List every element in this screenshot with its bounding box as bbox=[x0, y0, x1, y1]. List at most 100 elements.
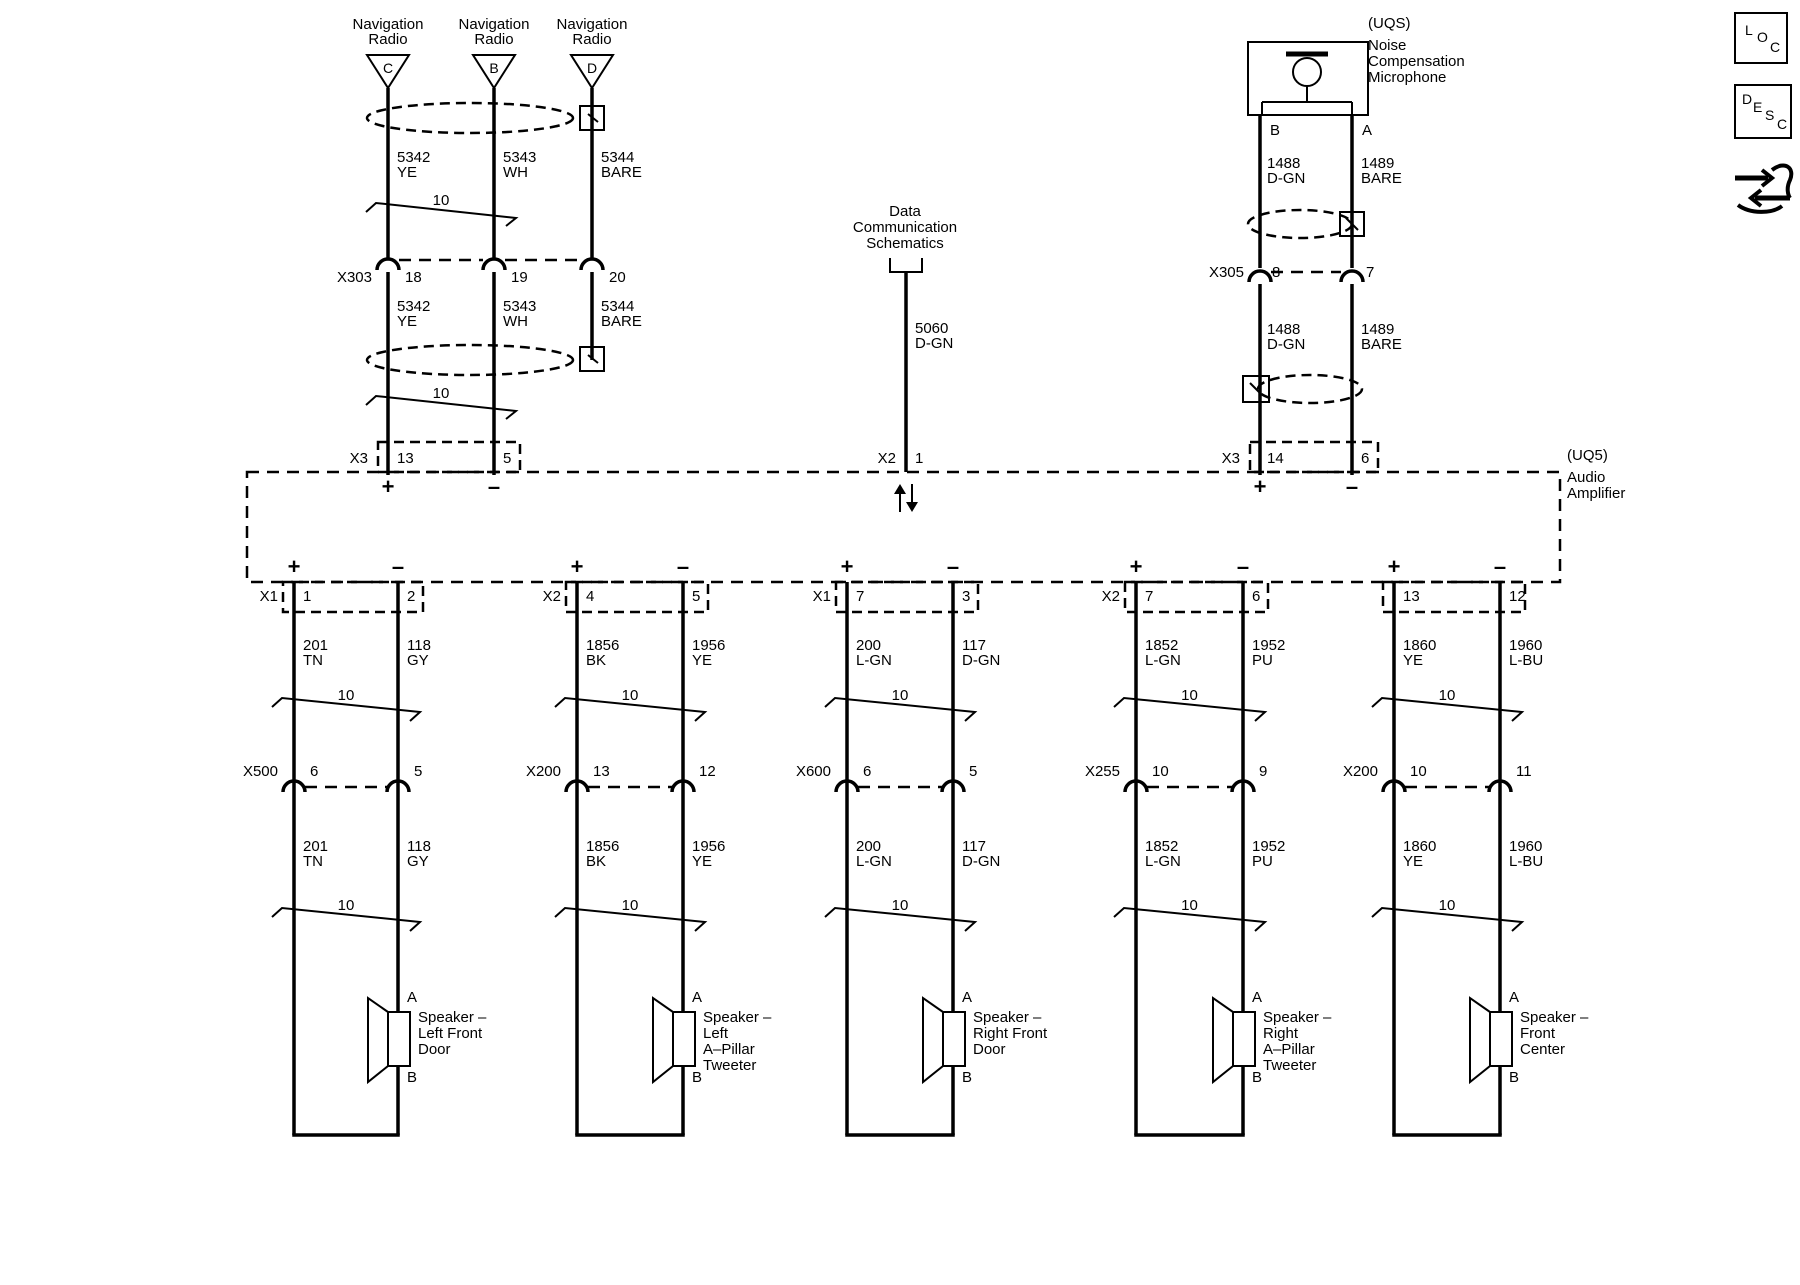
data-comm-reference-bracket bbox=[889, 258, 923, 273]
speaker-twist-upper bbox=[554, 696, 708, 722]
speaker-label: Center bbox=[1520, 1041, 1565, 1058]
speaker-twist-lower bbox=[1371, 906, 1525, 932]
speaker-amp-pin: 13 bbox=[1403, 588, 1420, 605]
loc-icon[interactable]: L O C bbox=[1734, 12, 1788, 64]
speaker-amp-connector bbox=[281, 580, 425, 614]
speaker-twist-upper-label: 10 bbox=[892, 687, 909, 704]
speaker-inline-terminal bbox=[670, 779, 696, 793]
mic-amp-connector-label: X3 bbox=[1222, 450, 1240, 467]
amp-output-minus: – bbox=[677, 554, 689, 579]
speaker-icon bbox=[387, 1011, 411, 1067]
desc-icon-letter: D bbox=[1742, 91, 1752, 107]
amp-output-plus: + bbox=[1130, 554, 1143, 579]
amplifier-ref: (UQ5) bbox=[1567, 447, 1608, 464]
speaker-twist-lower-label: 10 bbox=[622, 897, 639, 914]
speaker-wire-color: D-GN bbox=[962, 853, 1000, 870]
speaker-amp-connector bbox=[1381, 580, 1527, 614]
x303-pin-20: 20 bbox=[609, 269, 626, 286]
nav-amp-plus: + bbox=[382, 474, 395, 499]
connector-swap-icon[interactable] bbox=[1735, 163, 1794, 214]
speaker-wire-circuit: 1960 bbox=[1509, 637, 1542, 654]
mic-pin-b: B bbox=[1270, 122, 1280, 139]
side-icon-bar: L O C D E S C bbox=[1734, 12, 1794, 214]
speaker-twist-lower-label: 10 bbox=[1439, 897, 1456, 914]
speaker-twist-upper-label: 10 bbox=[1439, 687, 1456, 704]
speaker-label: Door bbox=[973, 1041, 1006, 1058]
mic-pin-a: A bbox=[1362, 122, 1372, 139]
speaker-wire-color: L-GN bbox=[856, 853, 892, 870]
x303-terminal-18 bbox=[375, 257, 401, 271]
speaker-twist-upper bbox=[824, 696, 978, 722]
nav-wire-color: BARE bbox=[601, 313, 642, 330]
speaker-twist-upper bbox=[271, 696, 423, 722]
nav-drain-upper-mark bbox=[587, 113, 599, 123]
desc-icon[interactable]: D E S C bbox=[1734, 84, 1792, 139]
nav-twist-upper-label: 10 bbox=[433, 192, 450, 209]
speaker-icon-cone bbox=[1212, 996, 1234, 1085]
speaker-inline-terminal bbox=[940, 779, 966, 793]
speaker-inline-connector-label: X255 bbox=[1085, 763, 1120, 780]
nav-wire-circuit: 5344 bbox=[601, 298, 634, 315]
mic-wire-circuit: 1489 bbox=[1361, 155, 1394, 172]
speaker-inline-pin: 10 bbox=[1152, 763, 1169, 780]
nav-twist-lower bbox=[365, 394, 519, 420]
mic-wire-circuit: 1488 bbox=[1267, 321, 1300, 338]
data-comm-arrow-down-head bbox=[906, 502, 918, 512]
mic-amp-pin-14: 14 bbox=[1267, 450, 1284, 467]
amp-output-minus: – bbox=[392, 554, 404, 579]
speaker-amp-connector-label: X2 bbox=[1102, 588, 1120, 605]
speaker-inline-pin: 11 bbox=[1516, 763, 1532, 780]
speaker-amp-connector-label: X1 bbox=[813, 588, 831, 605]
speaker-twist-lower-label: 10 bbox=[1181, 897, 1198, 914]
speaker-wire-circuit: 117 bbox=[962, 637, 986, 654]
speaker-label: Speaker – bbox=[418, 1009, 487, 1026]
speaker-pin-b: B bbox=[407, 1069, 417, 1086]
speaker-pin-b: B bbox=[1252, 1069, 1262, 1086]
speaker-amp-pin: 6 bbox=[1252, 588, 1260, 605]
speaker-inline-pin: 5 bbox=[969, 763, 977, 780]
speaker-wire-circuit: 201 bbox=[303, 838, 328, 855]
speaker-icon bbox=[672, 1011, 696, 1067]
speaker-wire-circuit: 1852 bbox=[1145, 838, 1178, 855]
speaker-wire-color: YE bbox=[1403, 652, 1423, 669]
amp-output-plus: + bbox=[571, 554, 584, 579]
speaker-wire-circuit: 118 bbox=[407, 637, 431, 654]
speaker-inline-terminal bbox=[281, 779, 307, 793]
speaker-wire-color: L-BU bbox=[1509, 652, 1543, 669]
loc-icon-letter: L bbox=[1745, 22, 1753, 38]
amp-output-minus: – bbox=[1237, 554, 1249, 579]
speaker-twist-upper-label: 10 bbox=[622, 687, 639, 704]
speaker-twist-lower bbox=[554, 906, 708, 932]
speaker-amp-pin: 5 bbox=[692, 588, 700, 605]
speaker-twist-upper-label: 10 bbox=[338, 687, 355, 704]
speaker-amp-pin: 7 bbox=[856, 588, 864, 605]
microphone-icon-capsule bbox=[1292, 57, 1322, 87]
speaker-icon-cone bbox=[652, 996, 674, 1085]
mic-wire-circuit: 1488 bbox=[1267, 155, 1300, 172]
speaker-label: Speaker – bbox=[1520, 1009, 1589, 1026]
x303-terminal-20 bbox=[579, 257, 605, 271]
speaker-twist-lower-label: 10 bbox=[338, 897, 355, 914]
nav-wire-color: YE bbox=[397, 313, 417, 330]
speaker-wire-circuit: 117 bbox=[962, 838, 986, 855]
nav-drain-lower-mark bbox=[587, 354, 599, 364]
speaker-label: Left Front bbox=[418, 1025, 483, 1042]
x305-connector-label: X305 bbox=[1209, 264, 1244, 281]
speaker-wire-circuit: 1860 bbox=[1403, 637, 1436, 654]
speaker-amp-connector-label: X1 bbox=[260, 588, 278, 605]
speaker-label: Speaker – bbox=[703, 1009, 772, 1026]
data-comm-arrow-up-head bbox=[894, 484, 906, 494]
speaker-wire-color: D-GN bbox=[962, 652, 1000, 669]
x305-terminal-7 bbox=[1339, 269, 1365, 283]
speaker-pin-b: B bbox=[962, 1069, 972, 1086]
x303-terminal-19 bbox=[481, 257, 507, 271]
mic-drain-upper bbox=[1339, 211, 1365, 237]
speaker-icon-cone bbox=[1469, 996, 1491, 1085]
x303-pin-18: 18 bbox=[405, 269, 422, 286]
speaker-inline-pin: 5 bbox=[414, 763, 422, 780]
speaker-label: Right Front bbox=[973, 1025, 1048, 1042]
